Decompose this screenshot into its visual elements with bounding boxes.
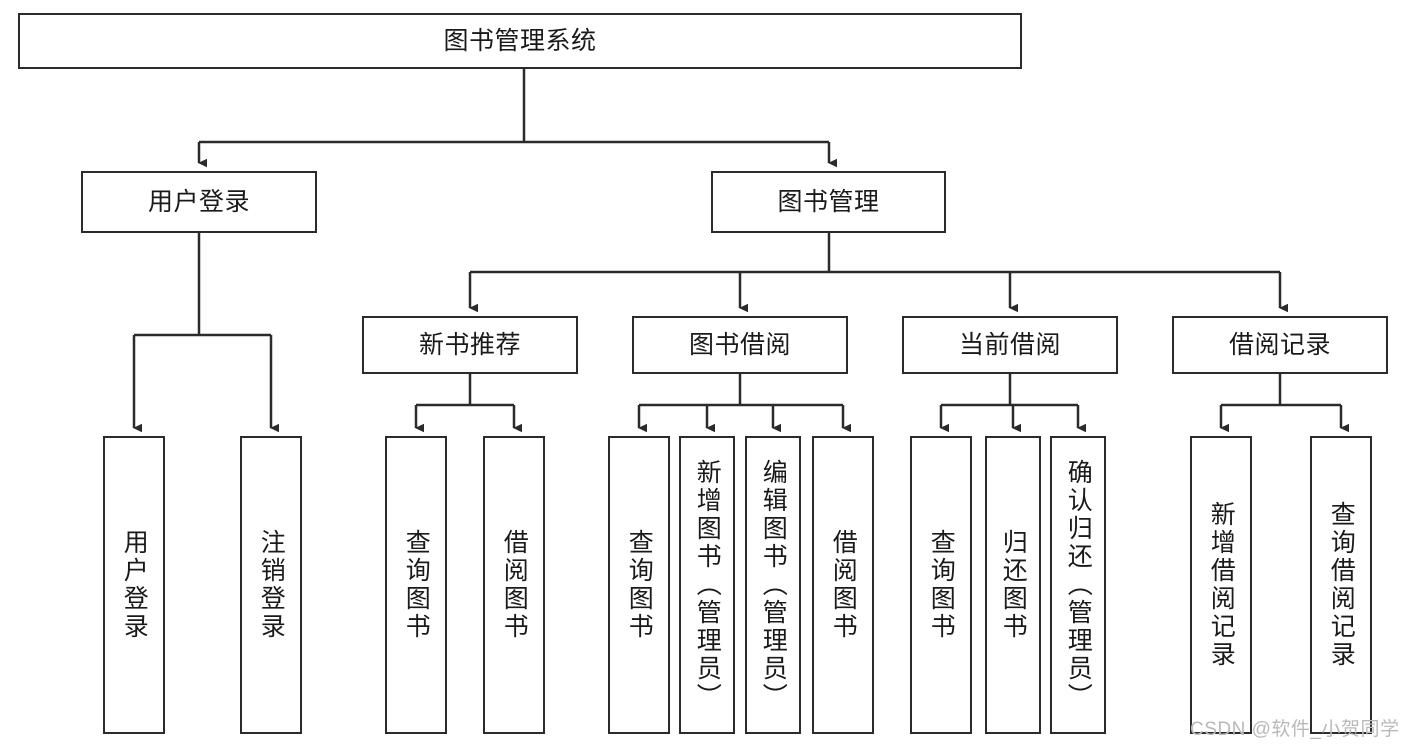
node-leaf-add-book[interactable]: 新增图书（管理员） xyxy=(679,436,735,734)
node-leaf-logout-label: 注销登录 xyxy=(257,529,286,641)
node-leaf-add-record-label: 新增借阅记录 xyxy=(1207,501,1236,669)
node-current-borrow-label: 当前借阅 xyxy=(958,330,1061,359)
node-user-login-label: 用户登录 xyxy=(147,187,250,216)
node-book-borrow-label: 图书借阅 xyxy=(688,330,791,359)
node-leaf-edit-book[interactable]: 编辑图书（管理员） xyxy=(745,436,801,734)
node-leaf-return-book[interactable]: 归还图书 xyxy=(985,436,1041,734)
node-leaf-logout[interactable]: 注销登录 xyxy=(240,436,302,734)
node-leaf-query-book-1[interactable]: 查询图书 xyxy=(385,436,447,734)
node-leaf-user-login-label: 用户登录 xyxy=(120,529,149,641)
node-borrow-record[interactable]: 借阅记录 xyxy=(1172,316,1388,374)
node-leaf-query-book-2-label: 查询图书 xyxy=(625,529,654,641)
node-leaf-add-record[interactable]: 新增借阅记录 xyxy=(1190,436,1252,734)
node-leaf-borrow-book-1[interactable]: 借阅图书 xyxy=(483,436,545,734)
node-leaf-return-book-label: 归还图书 xyxy=(999,529,1028,641)
csdn-watermark: CSDN @软件_小贺同学 xyxy=(1190,719,1400,740)
node-new-book-rec-label: 新书推荐 xyxy=(418,330,521,359)
node-book-manage-label: 图书管理 xyxy=(777,187,880,216)
node-root[interactable]: 图书管理系统 xyxy=(18,13,1022,69)
node-book-manage[interactable]: 图书管理 xyxy=(711,171,946,233)
node-leaf-query-book-3[interactable]: 查询图书 xyxy=(910,436,972,734)
node-leaf-borrow-book-2[interactable]: 借阅图书 xyxy=(812,436,874,734)
node-leaf-query-book-3-label: 查询图书 xyxy=(927,529,956,641)
node-leaf-edit-book-label: 编辑图书（管理员） xyxy=(759,459,788,711)
node-book-borrow[interactable]: 图书借阅 xyxy=(632,316,848,374)
node-leaf-borrow-book-1-label: 借阅图书 xyxy=(500,529,529,641)
node-current-borrow[interactable]: 当前借阅 xyxy=(902,316,1118,374)
node-leaf-query-record-label: 查询借阅记录 xyxy=(1327,501,1356,669)
node-new-book-rec[interactable]: 新书推荐 xyxy=(362,316,578,374)
node-leaf-confirm-return-label: 确认归还（管理员） xyxy=(1064,459,1093,711)
node-leaf-query-record[interactable]: 查询借阅记录 xyxy=(1310,436,1372,734)
node-leaf-user-login[interactable]: 用户登录 xyxy=(103,436,165,734)
node-leaf-add-book-label: 新增图书（管理员） xyxy=(693,459,722,711)
node-user-login[interactable]: 用户登录 xyxy=(81,171,317,233)
node-borrow-record-label: 借阅记录 xyxy=(1228,330,1331,359)
node-leaf-confirm-return[interactable]: 确认归还（管理员） xyxy=(1050,436,1106,734)
node-leaf-query-book-2[interactable]: 查询图书 xyxy=(608,436,670,734)
node-root-label: 图书管理系统 xyxy=(443,26,597,55)
node-leaf-query-book-1-label: 查询图书 xyxy=(402,529,431,641)
node-leaf-borrow-book-2-label: 借阅图书 xyxy=(829,529,858,641)
